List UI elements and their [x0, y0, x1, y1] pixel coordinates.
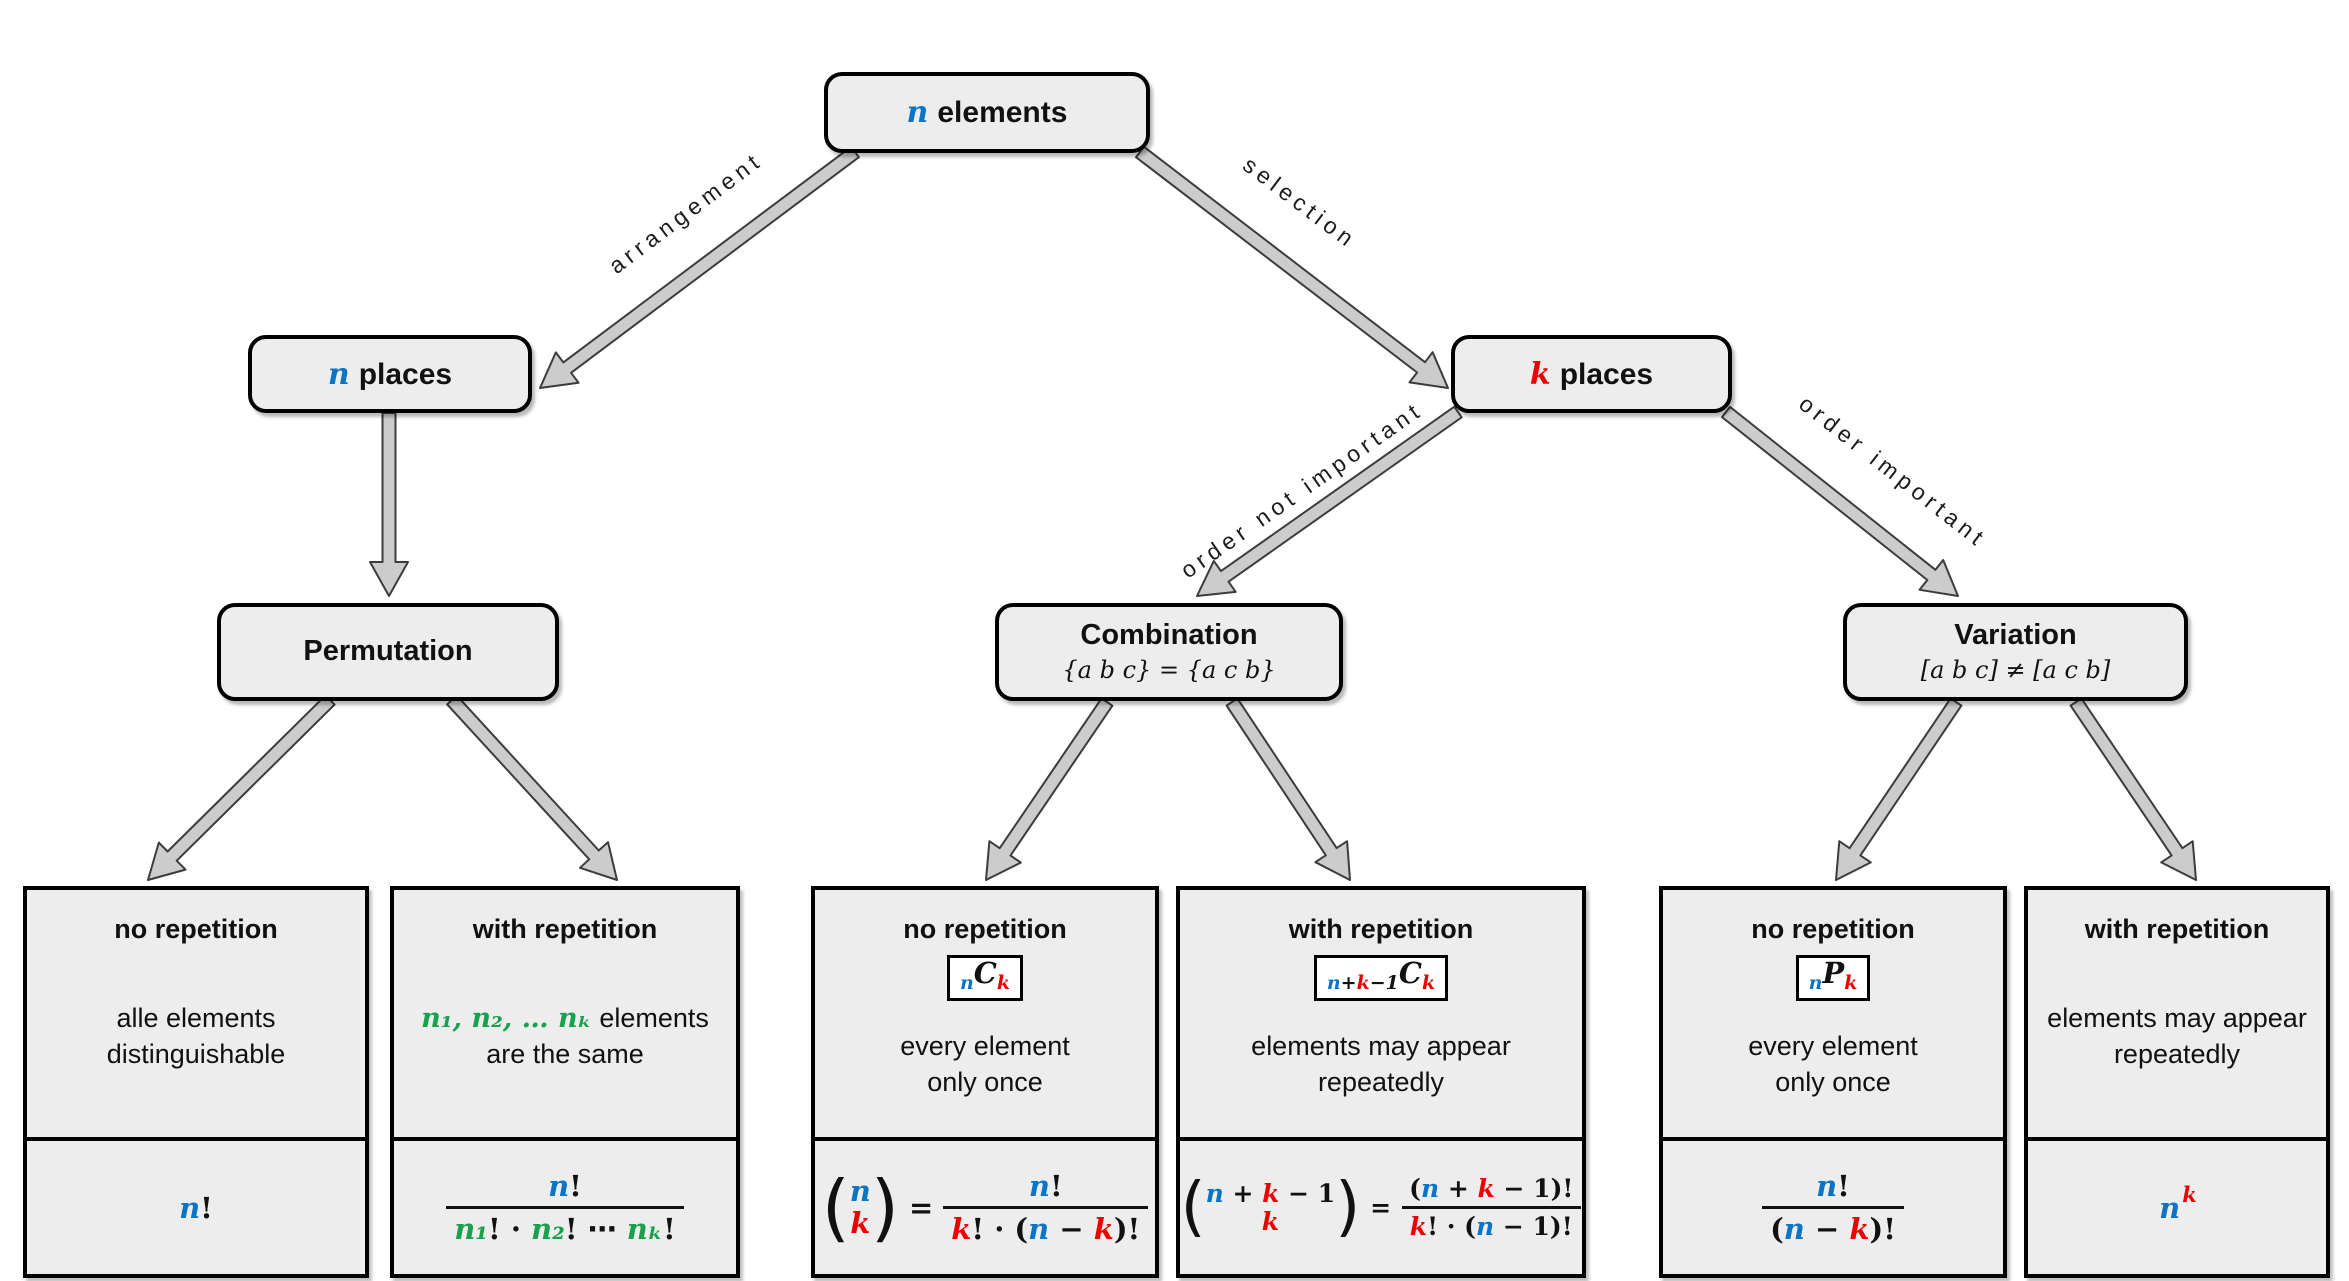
- leaf-top: with repetition n₁, n₂, … nₖ elements ar…: [394, 890, 736, 1137]
- leaf-title: no repetition: [903, 914, 1067, 944]
- leaf-title: no repetition: [1751, 914, 1915, 944]
- arrow-edge: [2069, 697, 2197, 881]
- arrow-edge: [1721, 405, 1959, 597]
- node-combination-example: {a b c} = {a c b}: [1062, 655, 1276, 684]
- leaf-description: alle elements distinguishable: [106, 1003, 286, 1069]
- leaf-description: every element only once: [900, 1031, 1070, 1097]
- arrow-edge: [539, 145, 860, 389]
- node-variation-title: Variation: [1954, 619, 2077, 652]
- arrow-edge: [147, 694, 336, 881]
- leaf-title: with repetition: [472, 914, 658, 944]
- var-n1-nk: n₁, n₂, … nₖ: [421, 1003, 592, 1035]
- leaf-variation-with-repetition: with repetition elements may appear repe…: [2024, 886, 2330, 1278]
- formula-multinomial: n! n₁! · n₂! ⋯ nₖ!: [394, 1137, 736, 1274]
- leaf-description: elements may appear repeatedly: [1251, 1031, 1511, 1097]
- node-permutation-title: Permutation: [303, 635, 473, 668]
- leaf-permutation-no-repetition: no repetition alle elements distinguisha…: [23, 886, 369, 1278]
- arrow-edge: [1135, 145, 1449, 389]
- leaf-top: with repetition elements may appear repe…: [2028, 890, 2326, 1137]
- leaf-title: with repetition: [1288, 914, 1474, 944]
- leaf-description: every element only once: [1748, 1031, 1918, 1097]
- leaf-top: no repetition alle elements distinguisha…: [27, 890, 365, 1137]
- var-n: n: [327, 356, 350, 392]
- leaf-permutation-with-repetition: with repetition n₁, n₂, … nₖ elements ar…: [390, 886, 740, 1278]
- arrow-edge: [1225, 697, 1351, 881]
- node-permutation: Permutation: [217, 603, 559, 701]
- arrow-edge: [1835, 697, 1963, 881]
- arrow-edge: [985, 697, 1114, 881]
- arrow-edge: [369, 412, 409, 597]
- formula-binomial: ( n k ) = n! k! · (n − k)!: [815, 1137, 1155, 1274]
- node-variation: Variation [a b c] ≠ [a c b]: [1843, 603, 2188, 701]
- leaf-title: no repetition: [114, 914, 278, 944]
- leaf-description: n₁, n₂, … nₖ elements are the same: [421, 1003, 709, 1069]
- node-variation-example: [a b c] ≠ [a c b]: [1920, 655, 2111, 684]
- var-n: n: [906, 95, 929, 130]
- var-k: k: [1529, 356, 1551, 392]
- formula-binomial-repetition: ( n + k − 1 k ) = (n + k − 1)! k! · (n −…: [1180, 1137, 1582, 1274]
- arrow-edge: [1196, 405, 1463, 597]
- node-combination-title: Combination: [1080, 619, 1258, 652]
- node-combination: Combination {a b c} = {a c b}: [995, 603, 1343, 701]
- formula-n-over-n-minus-k: n! (n − k)!: [1663, 1137, 2003, 1274]
- formula-n-factorial: n!: [27, 1137, 365, 1274]
- arrow-edge: [446, 694, 618, 881]
- leaf-description: elements may appear repeatedly: [2047, 1003, 2307, 1069]
- leaf-title: with repetition: [2084, 914, 2270, 944]
